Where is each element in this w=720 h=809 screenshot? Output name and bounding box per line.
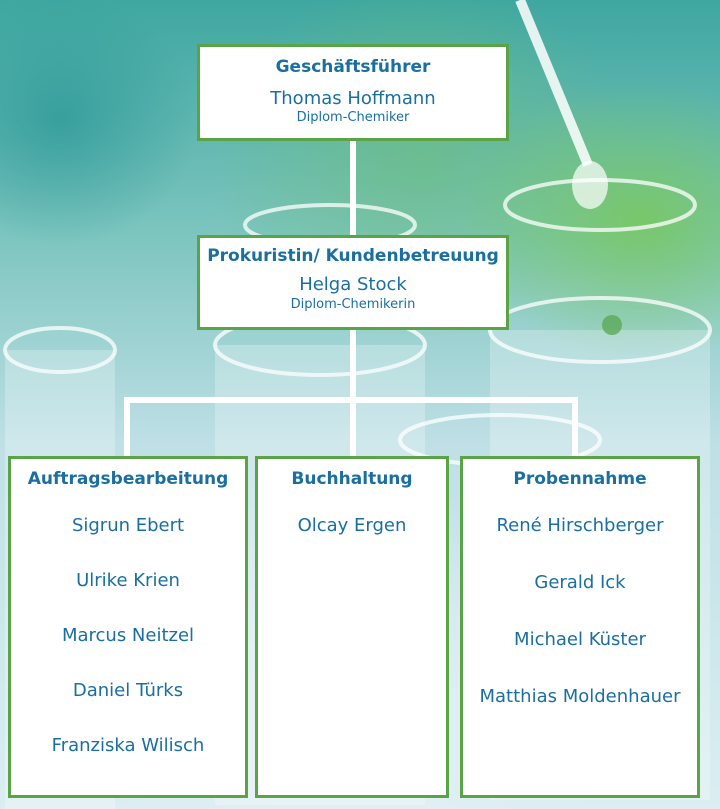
member-item: Franziska Wilisch <box>51 735 205 756</box>
department-title: Probennahme <box>513 469 647 489</box>
prokurist-title: Prokuristin/ Kundenbetreuung <box>207 246 499 266</box>
member-item: Gerald Ick <box>534 572 626 593</box>
member-list: René Hirschberger Gerald Ick Michael Küs… <box>463 515 697 708</box>
prokurist-degree: Diplom-Chemikerin <box>290 297 416 312</box>
member-item: Olcay Ergen <box>297 515 407 536</box>
ceo-title: Geschäftsführer <box>275 57 431 77</box>
ceo-name: Thomas Hoffmann <box>270 88 436 109</box>
prokurist-box: Prokuristin/ Kundenbetreuung Helga Stock… <box>197 235 509 330</box>
connector-ceo-prokurist <box>350 141 356 235</box>
member-list: Sigrun Ebert Ulrike Krien Marcus Neitzel… <box>11 515 245 757</box>
department-buchhaltung: Buchhaltung Olcay Ergen <box>255 456 449 798</box>
department-title: Auftragsbearbeitung <box>27 469 229 489</box>
member-item: René Hirschberger <box>496 515 664 536</box>
member-item: Marcus Neitzel <box>61 625 195 646</box>
member-item: Ulrike Krien <box>76 570 180 591</box>
prokurist-name: Helga Stock <box>299 274 407 295</box>
department-title: Buchhaltung <box>291 469 413 489</box>
connector-probe <box>572 397 578 456</box>
member-item: Sigrun Ebert <box>71 515 185 536</box>
member-list: Olcay Ergen <box>258 515 446 537</box>
department-probennahme: Probennahme René Hirschberger Gerald Ick… <box>460 456 700 798</box>
ceo-box: Geschäftsführer Thomas Hoffmann Diplom-C… <box>197 44 509 141</box>
ceo-degree: Diplom-Chemiker <box>296 110 410 125</box>
member-item: Daniel Türks <box>72 680 184 701</box>
connector-auftrag <box>124 397 130 456</box>
member-item: Michael Küster <box>514 629 646 650</box>
connector-prokurist-down <box>350 330 356 456</box>
department-auftragsbearbeitung: Auftragsbearbeitung Sigrun Ebert Ulrike … <box>8 456 248 798</box>
member-item: Matthias Moldenhauer <box>479 686 681 707</box>
connector-horizontal <box>124 397 578 403</box>
